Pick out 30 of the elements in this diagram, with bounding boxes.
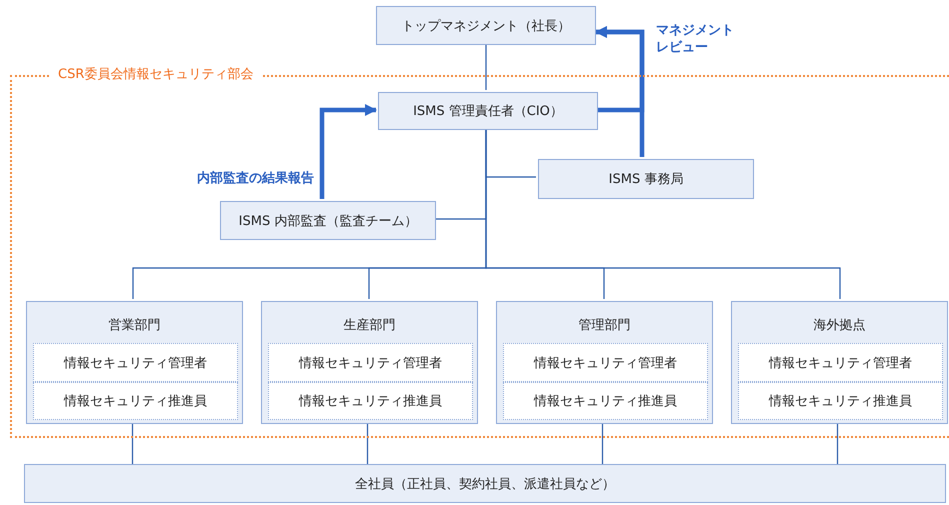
org-box: ISMS 管理責任者（CIO） (378, 92, 598, 130)
org-box: ISMS 内部監査（監査チーム） (220, 201, 436, 240)
department-heading: 管理部門 (578, 317, 632, 334)
role-box: 情報セキュリティ管理者 (738, 343, 943, 382)
connector-line (485, 45, 487, 90)
role-box: 情報セキュリティ推進員 (268, 382, 473, 420)
role-box: 情報セキュリティ推進員 (503, 382, 708, 420)
department-heading: 営業部門 (108, 317, 162, 334)
org-box: トップマネジメント（社長） (376, 6, 596, 45)
role-box: 情報セキュリティ管理者 (33, 343, 238, 382)
edge-label: 内部監査の結果報告 (195, 170, 316, 187)
connector-line (602, 422, 604, 464)
department-heading: 生産部門 (342, 317, 396, 334)
connector-line (366, 422, 368, 464)
role-box: 情報セキュリティ推進員 (738, 382, 943, 420)
department-box (26, 301, 243, 424)
department-box (261, 301, 478, 424)
connector-line (485, 128, 841, 299)
role-box: 情報セキュリティ管理者 (503, 343, 708, 382)
connector-line (836, 422, 838, 464)
org-box: 全社員（正社員、契約社員、派遣社員など） (24, 464, 946, 503)
role-box: 情報セキュリティ管理者 (268, 343, 473, 382)
org-box: ISMS 事務局 (538, 159, 754, 199)
department-box (496, 301, 713, 424)
department-box (731, 301, 948, 424)
department-heading: 海外拠点 (812, 317, 866, 334)
arrow (595, 26, 644, 112)
connector-line (132, 422, 134, 464)
role-box: 情報セキュリティ推進員 (33, 382, 238, 420)
arrow (320, 104, 377, 199)
